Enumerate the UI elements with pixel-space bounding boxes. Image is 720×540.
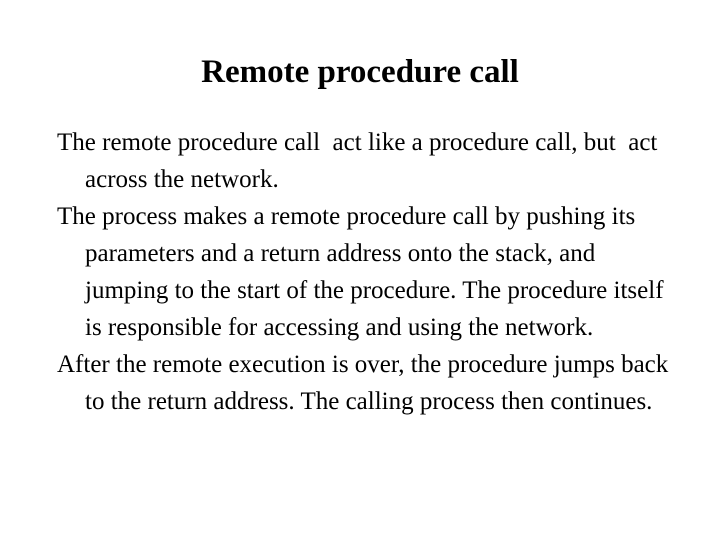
body-paragraph: After the remote execution is over, the …: [57, 351, 675, 415]
body-paragraph: The remote procedure call act like a pro…: [57, 129, 664, 193]
slide-body: The remote procedure call act like a pro…: [57, 124, 682, 420]
slide-title: Remote procedure call: [201, 54, 519, 90]
body-paragraph: The process makes a remote procedure cal…: [57, 203, 670, 341]
